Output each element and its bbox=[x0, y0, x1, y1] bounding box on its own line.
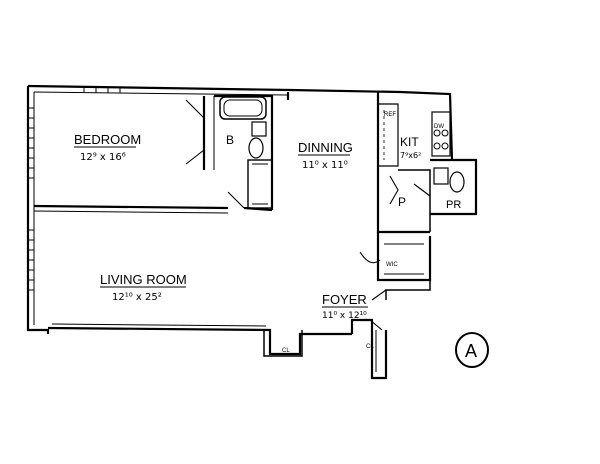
door-swings bbox=[185, 99, 431, 331]
closet-1-name: CL bbox=[282, 348, 290, 354]
bath-name: B bbox=[226, 133, 234, 147]
dining-dims: 11⁰ x 11⁰ bbox=[302, 160, 348, 171]
unit-badge: A bbox=[455, 332, 489, 368]
walls bbox=[26, 84, 478, 380]
foyer-name: FOYER bbox=[322, 292, 367, 307]
unit-badge-circle bbox=[455, 332, 489, 368]
refrigerator-label: REF bbox=[384, 112, 396, 118]
foyer-dims: 11⁰ x 12¹⁰ bbox=[322, 311, 367, 321]
living-room-dims: 12¹⁰ x 25² bbox=[112, 292, 162, 303]
room-labels: BEDROOM 12⁹ x 16⁶ B DINNING 11⁰ x 11⁰ KI… bbox=[74, 112, 461, 354]
wic-name: WIC bbox=[386, 262, 398, 268]
dining-name: DINNING bbox=[298, 140, 353, 155]
unit-badge-letter: A bbox=[465, 341, 477, 361]
bedroom-name: BEDROOM bbox=[74, 132, 141, 147]
closet-2-name: CL bbox=[366, 344, 374, 350]
dishwasher-label: DW bbox=[434, 124, 444, 130]
living-room-name: LIVING ROOM bbox=[100, 272, 187, 287]
pantry-name: P bbox=[398, 195, 406, 209]
kitchen-dims: 7⁹x6² bbox=[400, 151, 421, 160]
kitchen-name: KIT bbox=[400, 135, 419, 149]
powder-room-name: PR bbox=[446, 199, 461, 211]
bedroom-dims: 12⁹ x 16⁶ bbox=[80, 152, 126, 163]
window-marks bbox=[28, 86, 121, 291]
